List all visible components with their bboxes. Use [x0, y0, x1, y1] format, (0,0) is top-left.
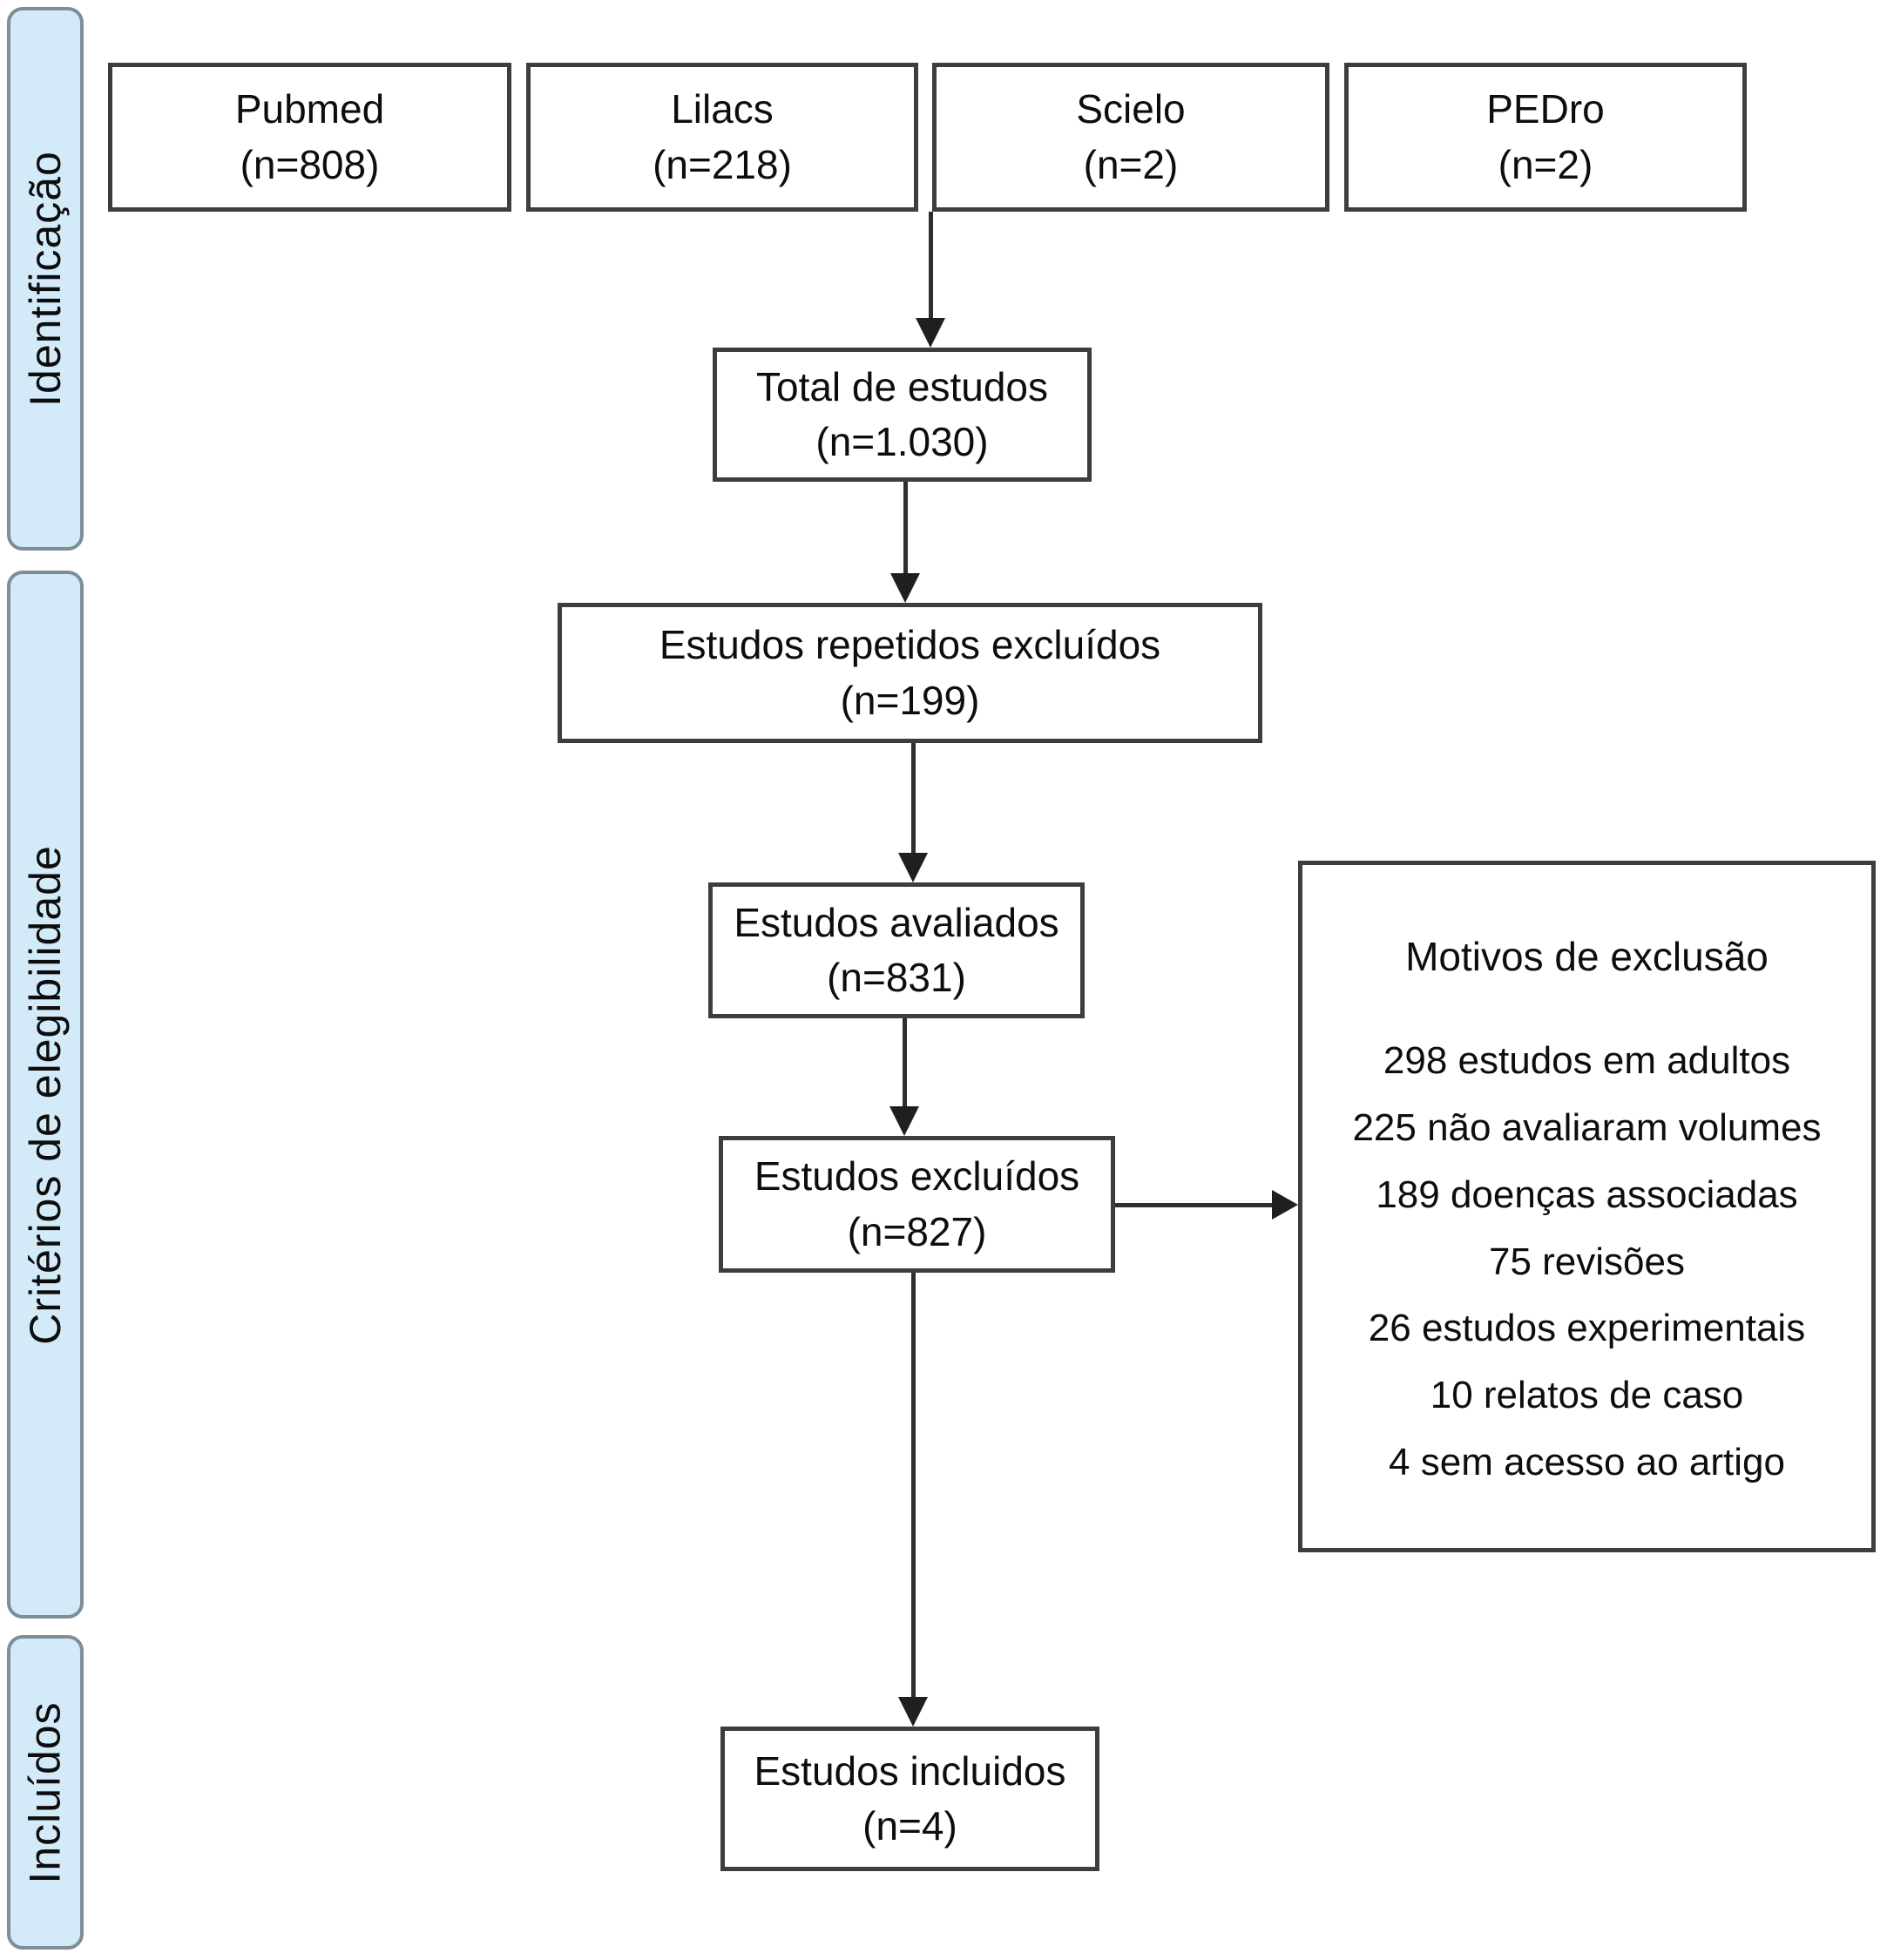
flow-box-count: (n=199)	[840, 677, 980, 723]
arrow-line	[1115, 1203, 1274, 1207]
flow-box-estudos-excluidos: Estudos excluídos (n=827)	[719, 1136, 1115, 1273]
stage-tab-label: Incluídos	[21, 1700, 70, 1884]
source-count: (n=808)	[240, 141, 380, 187]
exclusion-reason: 4 sem acesso ao artigo	[1389, 1440, 1785, 1484]
arrow-line	[929, 212, 933, 320]
flow-box-label: Estudos incluidos	[754, 1747, 1066, 1794]
flow-box-count: (n=1.030)	[815, 419, 989, 464]
flow-box-label: Estudos avaliados	[734, 899, 1059, 945]
arrow-down-icon	[898, 853, 928, 882]
flow-box-label: Estudos repetidos excluídos	[659, 622, 1161, 668]
flow-box-label: Total de estudos	[755, 363, 1048, 409]
exclusion-reason: 298 estudos em adultos	[1383, 1039, 1791, 1083]
arrow-down-icon	[890, 573, 920, 603]
flow-box-estudos-incluidos: Estudos incluidos (n=4)	[720, 1727, 1099, 1871]
flow-box-total-de-estudos: Total de estudos (n=1.030)	[713, 348, 1092, 482]
source-box-lilacs: Lilacs (n=218)	[526, 63, 918, 212]
source-box-scielo: Scielo (n=2)	[932, 63, 1329, 212]
flow-box-count: (n=827)	[847, 1208, 987, 1254]
flow-box-label: Estudos excluídos	[754, 1153, 1080, 1200]
source-name: PEDro	[1486, 86, 1605, 132]
exclusion-reason: 10 relatos de caso	[1430, 1374, 1744, 1417]
arrow-line	[903, 482, 908, 575]
exclusion-reason: 225 não avaliaram volumes	[1352, 1105, 1822, 1149]
stage-tab-label: Identificação	[21, 151, 70, 407]
source-box-pedro: PEDro (n=2)	[1344, 63, 1747, 212]
arrow-down-icon	[889, 1106, 919, 1136]
arrow-down-icon	[916, 318, 945, 348]
arrow-line	[903, 1018, 907, 1108]
flow-box-estudos-repetidos-excluidos: Estudos repetidos excluídos (n=199)	[558, 603, 1262, 743]
exclusion-reasons-title: Motivos de exclusão	[1405, 934, 1769, 979]
arrow-right-icon	[1272, 1190, 1298, 1220]
stage-tab-criterios-elegibilidade: Critérios de elegibilidade	[7, 571, 84, 1619]
stage-tab-label: Critérios de elegibilidade	[21, 844, 71, 1345]
stage-tab-incluidos: Incluídos	[7, 1635, 84, 1950]
source-name: Scielo	[1076, 86, 1186, 132]
arrow-line	[911, 1273, 916, 1699]
source-box-pubmed: Pubmed (n=808)	[108, 63, 511, 212]
arrow-line	[911, 743, 916, 855]
flow-box-estudos-avaliados: Estudos avaliados (n=831)	[708, 882, 1085, 1018]
source-name: Lilacs	[671, 86, 774, 132]
source-count: (n=218)	[653, 141, 792, 187]
source-name: Pubmed	[234, 86, 385, 132]
exclusion-reasons-box: Motivos de exclusão 298 estudos em adult…	[1298, 861, 1876, 1552]
source-count: (n=2)	[1498, 141, 1593, 187]
stage-tab-identificacao: Identificação	[7, 7, 84, 551]
arrow-down-icon	[898, 1697, 928, 1727]
exclusion-reason: 26 estudos experimentais	[1368, 1307, 1806, 1350]
source-count: (n=2)	[1083, 141, 1179, 187]
exclusion-reason: 189 doenças associadas	[1376, 1173, 1798, 1216]
flow-box-count: (n=4)	[862, 1803, 957, 1848]
flow-box-count: (n=831)	[827, 955, 966, 1000]
exclusion-reason: 75 revisões	[1488, 1240, 1685, 1283]
